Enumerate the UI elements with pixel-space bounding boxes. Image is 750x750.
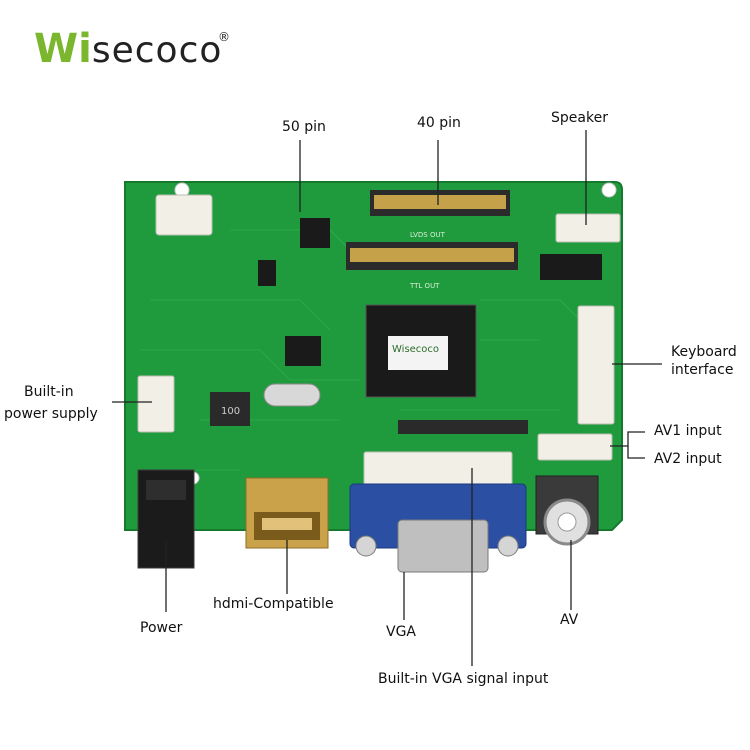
silk-ttl: TTL OUT <box>409 282 440 290</box>
chip-logo-text: Wisecoco <box>392 344 439 355</box>
label-av: AV <box>560 612 579 628</box>
trademark-mark: ® <box>218 30 230 44</box>
label-50pin: 50 pin <box>282 119 326 135</box>
leader-lines <box>112 130 662 666</box>
brand-logo-dark: secoco <box>91 30 223 71</box>
label-hdmi: hdmi-Compatible <box>213 596 334 612</box>
power-supply-connector <box>137 375 175 433</box>
main-chip <box>365 304 477 398</box>
crystal <box>263 383 321 407</box>
label-speaker: Speaker <box>551 110 608 126</box>
brand-logo: Wisecoco <box>34 26 222 72</box>
av-input-connector <box>537 433 613 461</box>
label-vga-signal: Built-in VGA signal input <box>378 671 549 687</box>
label-power-supply-line2: power supply <box>4 406 98 422</box>
label-av1-input: AV1 input <box>654 423 722 439</box>
label-av2-input: AV2 input <box>654 451 722 467</box>
aux-connector <box>155 194 213 236</box>
label-keyboard-line2: interface <box>671 362 734 378</box>
inductor <box>210 392 250 426</box>
label-keyboard-line1: Keyboard <box>671 344 737 360</box>
chip-label <box>388 336 448 370</box>
inductor-text: 100 <box>221 406 240 417</box>
keyboard-connector <box>577 305 615 425</box>
small-chip <box>300 218 330 248</box>
silk-lvds: LVDS OUT <box>410 231 446 239</box>
vga-signal-connector <box>363 451 513 487</box>
label-40pin: 40 pin <box>417 115 461 131</box>
mount-hole <box>601 182 617 198</box>
pin-header-strip <box>398 420 528 434</box>
brand-logo-green: Wi <box>34 26 92 72</box>
audio-chip <box>540 254 602 280</box>
speaker-connector <box>555 213 621 243</box>
label-vga: VGA <box>386 624 417 640</box>
label-power: Power <box>140 620 183 636</box>
label-power-supply-line1: Built-in <box>24 384 74 400</box>
small-chip <box>258 260 276 286</box>
small-chip <box>285 336 321 366</box>
